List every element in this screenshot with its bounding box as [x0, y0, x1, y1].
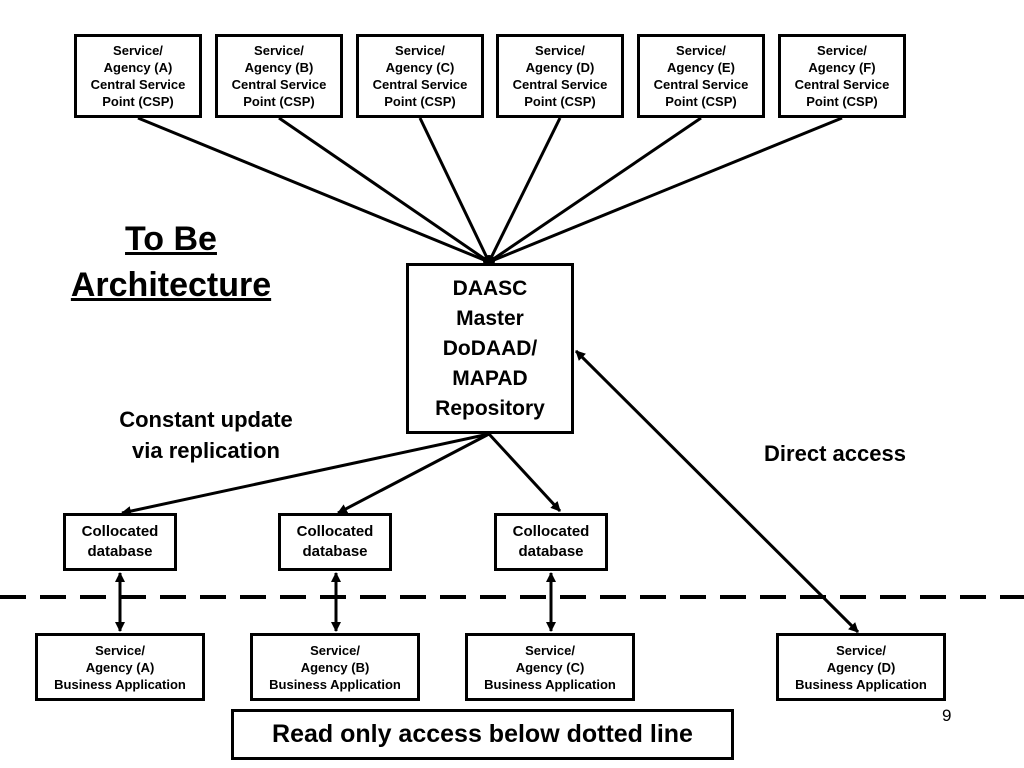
business-app-label: Service/ Agency (B) Business Application	[269, 642, 401, 692]
csp-box-e: Service/ Agency (E) Central Service Poin…	[637, 34, 765, 118]
csp-e-to-master-line	[488, 116, 702, 264]
read-only-note-text: Read only access below dotted line	[272, 720, 693, 748]
collocated-database-a: Collocated database	[63, 513, 177, 571]
csp-box-label: Service/ Agency (F) Central Service Poin…	[794, 43, 890, 109]
business-app-label: Service/ Agency (D) Business Application	[795, 642, 927, 692]
csp-box-label: Service/ Agency (E) Central Service Poin…	[653, 43, 749, 109]
csp-box-label: Service/ Agency (B) Central Service Poin…	[231, 43, 327, 109]
collocated-database-b: Collocated database	[278, 513, 392, 571]
replication-arrow-2	[337, 432, 490, 515]
collocated-database-label: Collocated database	[296, 523, 374, 560]
collocated-database-c: Collocated database	[494, 513, 608, 571]
business-app-label: Service/ Agency (A) Business Application	[54, 642, 186, 692]
csp-f-to-master-line	[488, 116, 843, 264]
business-app-label: Service/ Agency (C) Business Application	[484, 642, 616, 692]
business-app-c: Service/ Agency (C) Business Application	[465, 633, 635, 701]
csp-box-label: Service/ Agency (A) Central Service Poin…	[90, 43, 186, 109]
replication-arrow-1	[121, 432, 490, 516]
replication-label: Constant update via replication	[119, 407, 293, 463]
business-app-d: Service/ Agency (D) Business Application	[776, 633, 946, 701]
collocated-database-label: Collocated database	[81, 523, 159, 560]
csp-a-to-master-line	[137, 116, 490, 264]
master-repository-label: DAASC Master DoDAAD/ MAPAD Repository	[435, 276, 545, 420]
slide-title: To Be Architecture	[70, 220, 272, 304]
csp-b-to-master-line	[278, 116, 490, 264]
collocated-database-label: Collocated database	[512, 523, 590, 560]
csp-d-to-master-line	[487, 117, 562, 263]
direct-access-arrow	[574, 349, 860, 634]
read-only-note: Read only access below dotted line	[231, 709, 734, 760]
csp-box-c: Service/ Agency (C) Central Service Poin…	[356, 34, 484, 118]
csp-box-label: Service/ Agency (C) Central Service Poin…	[372, 43, 468, 109]
csp-box-d: Service/ Agency (D) Central Service Poin…	[496, 34, 624, 118]
business-app-b: Service/ Agency (B) Business Application	[250, 633, 420, 701]
csp-box-b: Service/ Agency (B) Central Service Poin…	[215, 34, 343, 118]
csp-box-label: Service/ Agency (D) Central Service Poin…	[512, 43, 608, 109]
csp-box-f: Service/ Agency (F) Central Service Poin…	[778, 34, 906, 118]
csp-box-a: Service/ Agency (A) Central Service Poin…	[74, 34, 202, 118]
csp-c-to-master-line	[418, 117, 491, 263]
direct-access-label: Direct access	[764, 441, 906, 466]
replication-arrow-3	[487, 432, 562, 513]
page-number: 9	[942, 706, 952, 725]
business-app-a: Service/ Agency (A) Business Application	[35, 633, 205, 701]
master-repository-box: DAASC Master DoDAAD/ MAPAD Repository	[406, 263, 574, 434]
